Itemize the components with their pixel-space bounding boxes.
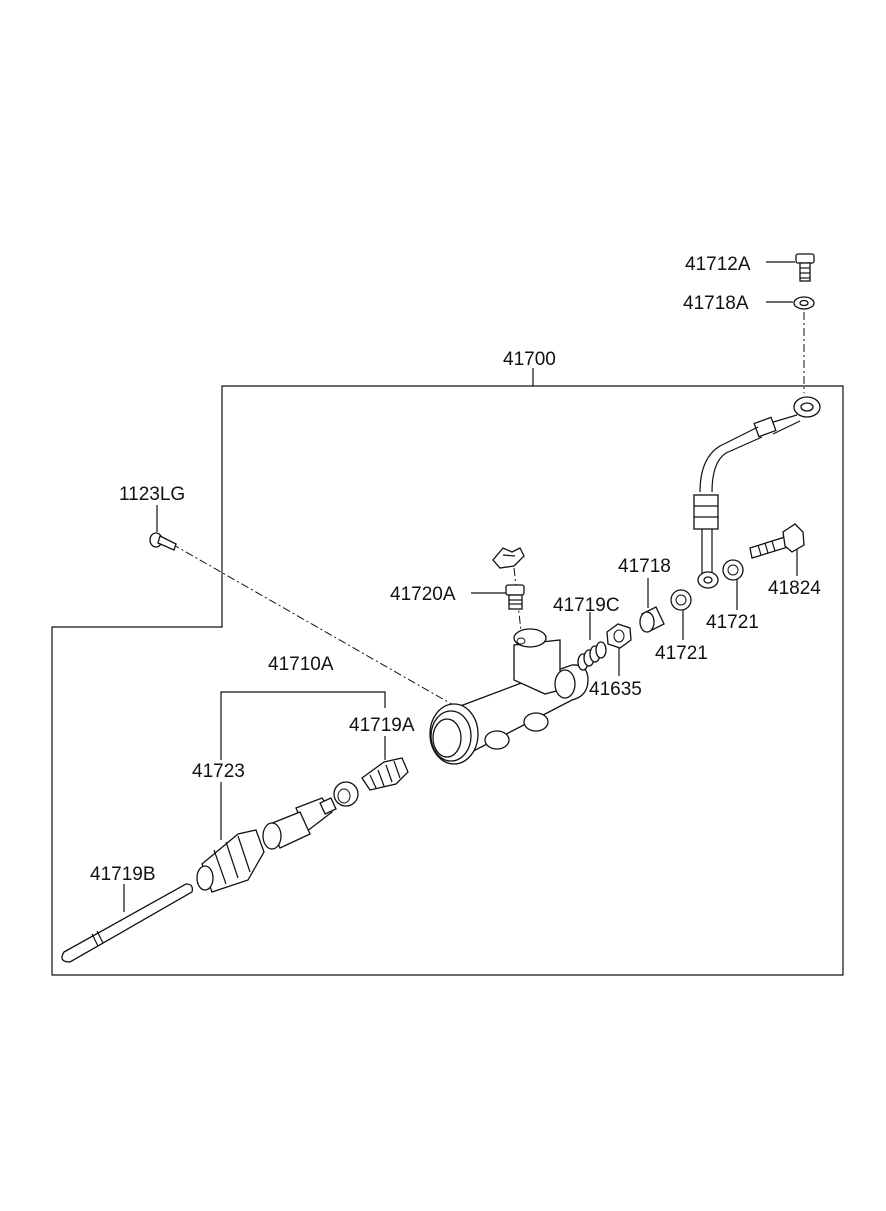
- label-41712a: 41712A: [685, 254, 751, 275]
- label-1123lg: 1123LG: [119, 484, 185, 505]
- washer-41718a-icon: [793, 296, 815, 310]
- bolt-41712a-icon: [795, 253, 815, 282]
- spring-41719c-icon: [577, 641, 607, 671]
- nut-41635-icon: [606, 623, 632, 649]
- label-41824: 41824: [768, 578, 821, 599]
- release-cylinder-body-icon: [429, 628, 589, 765]
- label-41718a: 41718A: [683, 293, 749, 314]
- label-41720a: 41720A: [390, 584, 456, 605]
- bleeder-cap-icon: [492, 547, 525, 569]
- bleeder-screw-41720a-icon: [505, 584, 525, 610]
- boot-41719a-icon: [333, 757, 409, 807]
- label-41723: 41723: [192, 761, 245, 782]
- seat-41718-icon: [639, 606, 665, 633]
- union-bolt-41824-icon: [749, 523, 805, 559]
- label-41700: 41700: [503, 349, 556, 370]
- label-41721-b: 41721: [706, 612, 759, 633]
- bolt-1123lg-icon: [149, 532, 177, 551]
- hydraulic-pipe-icon: [693, 396, 821, 589]
- label-41718: 41718: [618, 556, 671, 577]
- label-41710a: 41710A: [268, 654, 334, 675]
- assembly-frame: [51, 385, 844, 976]
- gasket-41721-left-icon: [670, 589, 692, 611]
- push-rod-41719b-icon: [61, 883, 194, 963]
- label-41719b: 41719B: [90, 864, 156, 885]
- label-41719c: 41719C: [553, 595, 620, 616]
- label-41635: 41635: [589, 679, 642, 700]
- label-41719a: 41719A: [349, 715, 415, 736]
- leader-lines: [123, 261, 798, 912]
- piston-41723-icon: [196, 797, 337, 893]
- label-41721-a: 41721: [655, 643, 708, 664]
- gasket-41721-right-icon: [722, 559, 744, 581]
